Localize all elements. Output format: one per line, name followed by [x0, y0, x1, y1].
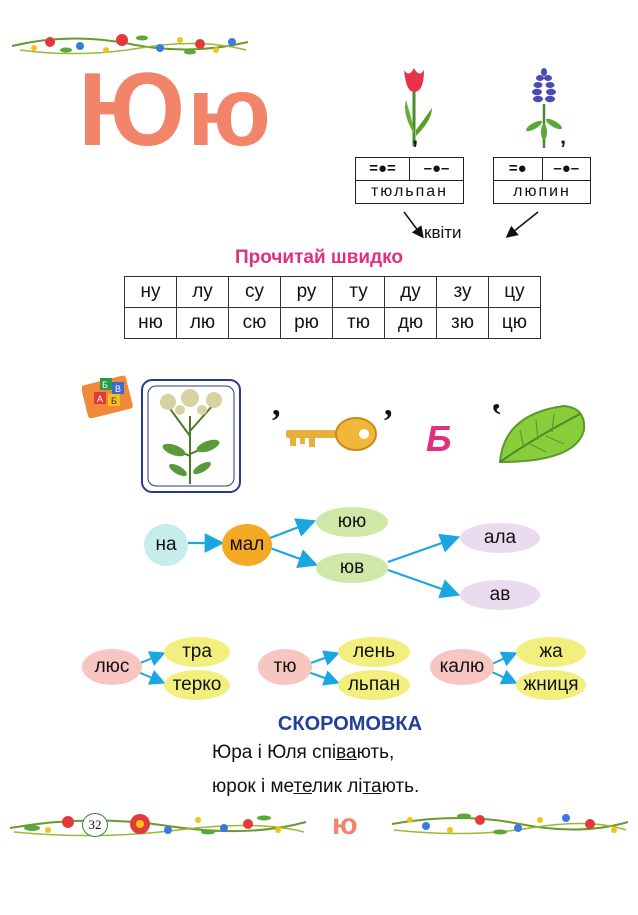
block-letter: В [115, 384, 121, 394]
category-label: квіти [424, 223, 462, 242]
syllable-cell: сю [228, 307, 281, 339]
syllable-cell: зю [436, 307, 489, 339]
letter-heading: Юю [78, 52, 271, 168]
key-icon [286, 417, 377, 451]
syllable-cell: ту [332, 276, 385, 308]
bottom-floral-border-right [391, 813, 629, 835]
word-root-oval: на [144, 524, 188, 566]
letter-lower: ю [187, 56, 271, 166]
syllable-cell: ну [124, 276, 177, 308]
top-floral-border [11, 34, 249, 55]
word-ending-oval: ав [460, 580, 540, 610]
word-tree-arrows [188, 518, 461, 599]
scheme-word: тюльпан [370, 183, 449, 200]
text-part: ють. [381, 776, 420, 797]
scheme-cell: =●= [369, 160, 396, 177]
syllable-cell: ню [124, 307, 177, 339]
syllable-cell: лу [176, 276, 229, 308]
word-branch-oval: юв [316, 553, 388, 583]
read-fast-title: Прочитай швидко [234, 247, 404, 268]
syllable-end-oval: жа [516, 637, 586, 667]
tongue-twister-title: СКОРОМОВКА [277, 713, 423, 735]
rebus-comma: , [384, 386, 393, 423]
footer-letter: ю [332, 808, 358, 841]
text-part: юрок і ме [212, 776, 294, 797]
syllable-cell: цю [488, 307, 541, 339]
bottom-floral-border-left [9, 814, 307, 837]
word-mid-oval: мал [222, 524, 272, 566]
lupine-icon [526, 68, 562, 148]
category-arrows [403, 211, 539, 239]
scheme-cell: –●– [541, 158, 591, 180]
block-letter: Б [111, 396, 117, 406]
stress-mark: ʼ [412, 136, 419, 161]
rebus-comma: , [272, 386, 281, 423]
table-row: ню лю сю рю тю дю зю цю [124, 307, 541, 339]
tongue-twister-line: юрок і метелик літають. [212, 776, 419, 798]
syllable-end-oval: жниця [516, 670, 586, 700]
syllable-cell: цу [488, 276, 541, 308]
word-scheme-lupine: =● –●– люпин [493, 157, 591, 204]
text-part: лик лі [311, 776, 363, 797]
text-part: Юра і Юля спі [212, 742, 337, 763]
syllable-cell: ду [384, 276, 437, 308]
syllable-table: ну лу су ру ту ду зу цу ню лю сю рю тю д… [124, 276, 541, 339]
tulip-icon [404, 68, 432, 146]
letter-blocks-icon: Б В А Б [82, 375, 133, 418]
syllable-group-arrows [137, 650, 518, 686]
tongue-twister-line: Юра і Юля співають, [212, 742, 394, 764]
letter-upper: Ю [78, 52, 185, 168]
word-scheme-tulip: =●= –●– тюльпан [355, 157, 464, 204]
word-branch-oval: юю [316, 507, 388, 537]
stress-mark: ʼ [560, 136, 567, 161]
underlined-syllable: те [293, 776, 312, 797]
underlined-syllable: ва [336, 742, 357, 763]
syllable-cell: дю [384, 307, 437, 339]
syllable-start-oval: калю [430, 649, 494, 685]
scheme-cell: =● [508, 160, 527, 177]
syllable-cell: ру [280, 276, 333, 308]
syllable-end-oval: льпан [338, 670, 410, 700]
syllable-cell: су [228, 276, 281, 308]
block-letter: Б [102, 380, 108, 390]
syllable-end-oval: лень [338, 637, 410, 667]
text-part: ють, [356, 742, 395, 763]
syllable-end-oval: терко [164, 670, 230, 700]
scheme-cell: –●– [409, 158, 463, 180]
syllable-end-oval: тра [164, 637, 230, 667]
leaf-icon [498, 404, 586, 464]
syllable-cell: тю [332, 307, 385, 339]
syllable-start-oval: тю [258, 649, 312, 685]
table-row: ну лу су ру ту ду зу цу [124, 276, 541, 308]
block-letter: А [97, 394, 103, 404]
page-number: 32 [82, 813, 108, 837]
dill-plant-picture [141, 379, 241, 493]
scheme-word: люпин [513, 183, 571, 200]
syllable-cell: зу [436, 276, 489, 308]
word-ending-oval: ала [460, 523, 540, 553]
syllable-cell: рю [280, 307, 333, 339]
syllable-cell: лю [176, 307, 229, 339]
underlined-syllable: та [362, 776, 382, 797]
syllable-start-oval: люс [82, 649, 142, 685]
rebus-letter: Б [426, 418, 452, 459]
